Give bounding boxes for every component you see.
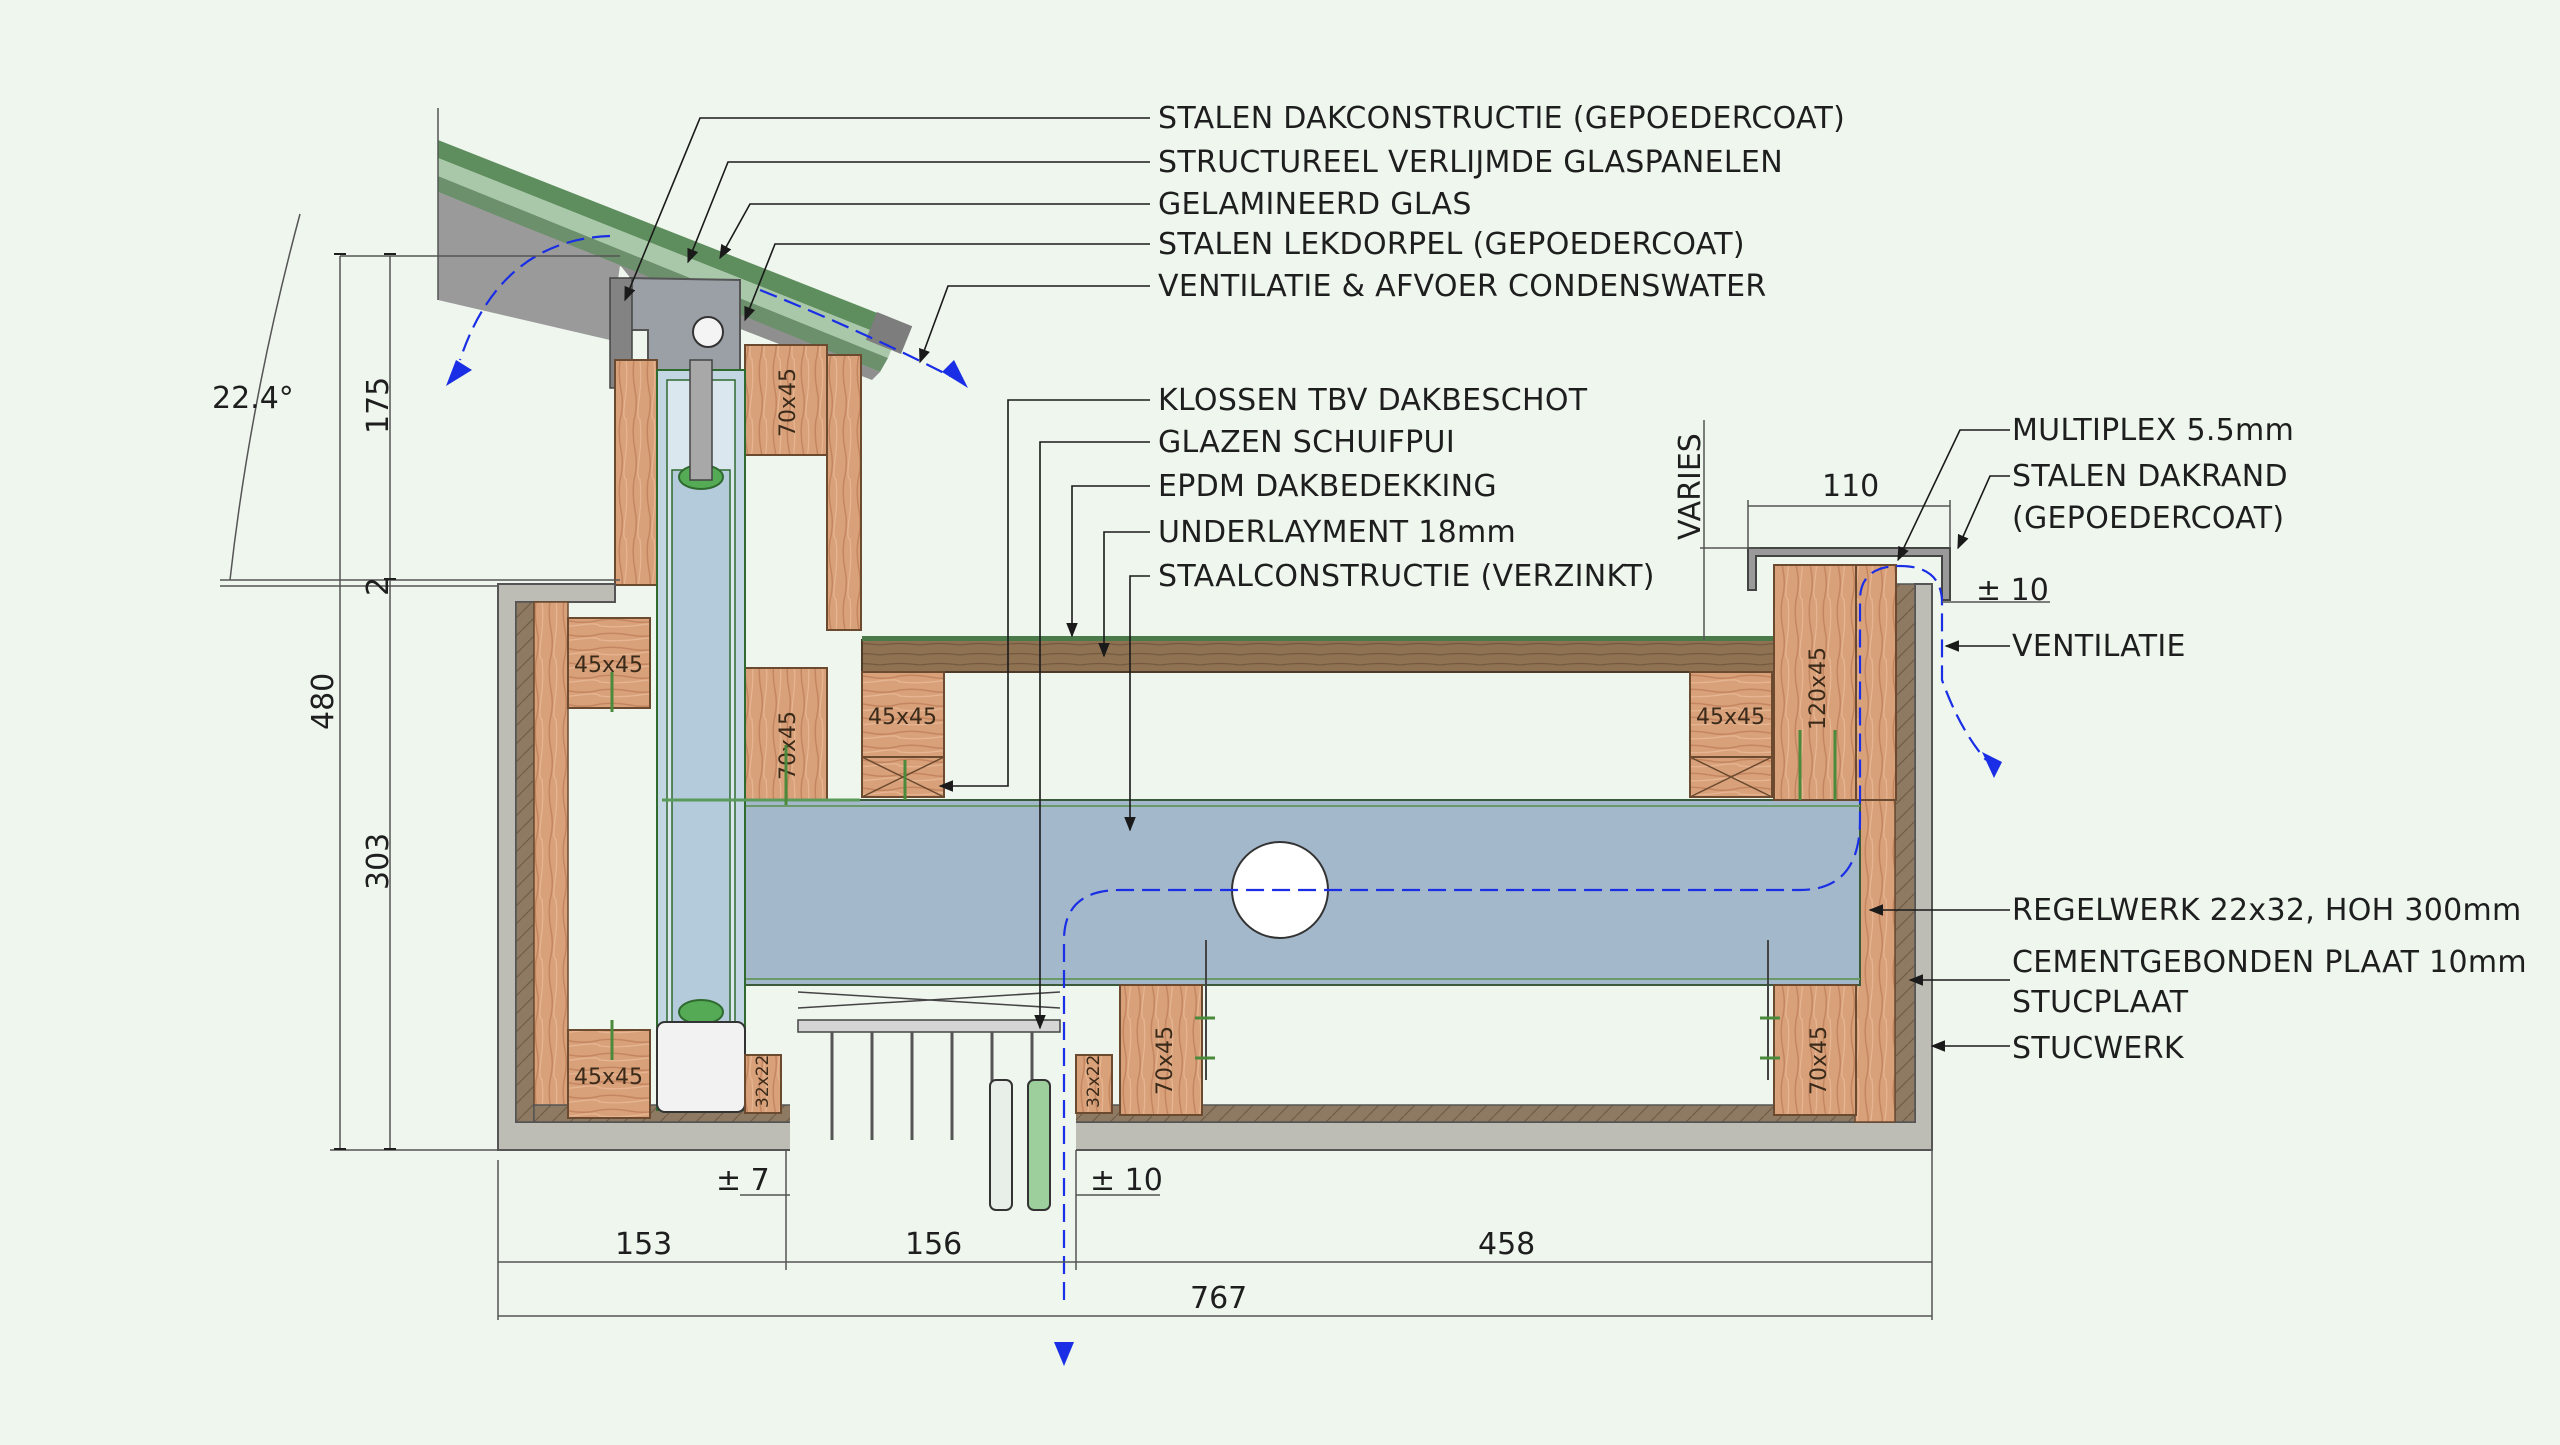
label-glass-panels: STRUCTUREEL VERLIJMDE GLASPANELEN [1158,145,1783,180]
flow-arrowheads [446,360,2002,1366]
label-epdm: EPDM DAKBEDEKKING [1158,469,1497,504]
timber-70x45-upper [744,344,828,456]
label-steel-structure: STAALCONSTRUCTIE (VERZINKT) [1158,559,1655,594]
steel-roof-edge [1747,547,1951,601]
dimension-2: 2 [361,577,396,596]
galvanised-steel-beam [739,799,1861,986]
dimension-156: 156 [905,1227,962,1262]
label-roof-edge-1: STALEN DAKRAND [2012,459,2288,494]
timber-tag: 45x45 [1696,705,1765,730]
dimension-458: 458 [1478,1227,1535,1262]
dimension-153: 153 [615,1227,672,1262]
screws [610,672,1837,1060]
timber-tag: 32x22 [1084,1055,1104,1108]
label-plaster-board: STUCPLAAT [2012,985,2189,1020]
timber-120x45 [1773,564,1857,801]
timber-tag: 70x45 [1807,1026,1832,1095]
sliding-door-frame [656,359,860,1113]
timber-45x45-a [567,617,651,709]
label-ventilation: VENTILATIE [2012,629,2186,664]
label-sliding-door: GLAZEN SCHUIFPUI [1158,425,1455,460]
label-steel-roof: STALEN DAKCONSTRUCTIE (GEPOEDERCOAT) [1158,101,1845,136]
dimension-pm7: ± 7 [716,1163,770,1198]
timber-45x45-c [1689,671,1773,758]
timber-32x22-a [744,1054,782,1114]
label-multiplex: MULTIPLEX 5.5mm [2012,413,2294,448]
dimension-175: 175 [361,377,396,434]
timber-tag: 45x45 [868,705,937,730]
label-deck-blocks: KLOSSEN TBV DAKBESCHOT [1158,383,1588,418]
timber-tag: 120x45 [1806,647,1831,730]
timber-tag: 45x45 [574,653,643,678]
timber-tag: 70x45 [776,368,801,437]
dimension-110: 110 [1822,469,1879,504]
dimension-pm10-top: ± 10 [1976,573,2049,608]
timber-post-left [614,359,658,586]
timber-45x45-b [861,671,945,758]
epdm-layer [862,636,1774,641]
underlayment-deck [861,639,1775,673]
dimension-pm10-bottom: ± 10 [1090,1163,1163,1198]
timber-tag: 70x45 [776,711,801,780]
label-laminated-glass: GELAMINEERD GLAS [1158,187,1472,222]
label-battens: REGELWERK 22x32, HOH 300mm [2012,893,2522,928]
steel-roof-construction [438,192,620,340]
dimension-varies: VARIES [1673,433,1708,540]
door-sill-rails [797,991,1061,1211]
dimension-767: 767 [1190,1281,1247,1316]
timber-70x45-c [1119,984,1203,1116]
angle-dimension: 22.4° [212,381,294,416]
dimension-480: 480 [306,673,341,730]
timber-32x22-b [1075,1054,1113,1114]
label-cement-board: CEMENTGEBONDEN PLAAT 10mm [2012,945,2527,980]
timber-tag: 45x45 [574,1065,643,1090]
timber-45x45-d [567,1029,651,1119]
dimension-lines [220,108,2050,1320]
label-ventilation-condensate: VENTILATIE & AFVOER CONDENSWATER [1158,269,1767,304]
label-roof-edge-2: (GEPOEDERCOAT) [2012,501,2284,536]
timber-post [826,354,862,631]
label-underlayment: UNDERLAYMENT 18mm [1158,515,1516,550]
dimension-303: 303 [361,833,396,890]
label-drip-sill: STALEN LEKDORPEL (GEPOEDERCOAT) [1158,227,1745,262]
timber-tag: 32x22 [753,1055,773,1108]
timber-tag: 70x45 [1153,1026,1178,1095]
label-plasterwork: STUCWERK [2012,1031,2185,1066]
ventilation-flow-lines [458,234,1987,1300]
timber-70x45-d [1773,984,1857,1116]
dimension-ticks [334,253,396,1150]
leader-lines [624,117,2010,1052]
